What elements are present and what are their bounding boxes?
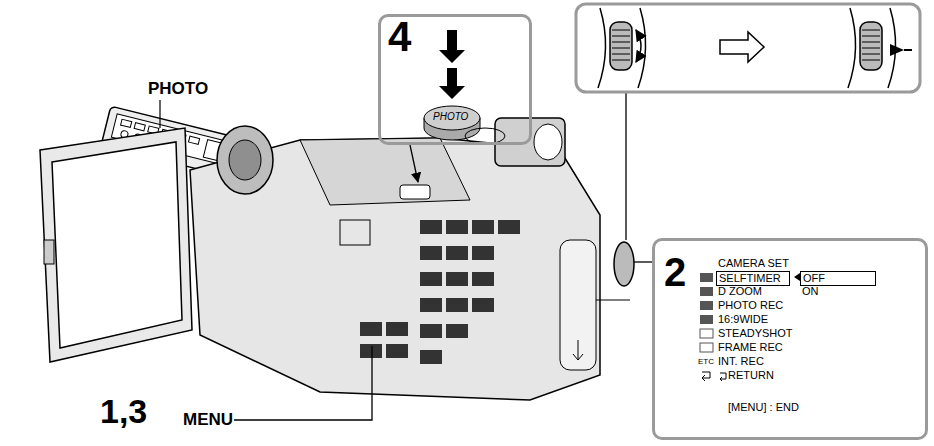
menu-text: PHOTO bbox=[433, 112, 468, 122]
button-grid bbox=[360, 220, 520, 364]
dial-callout-box bbox=[576, 4, 920, 92]
control-button bbox=[420, 246, 442, 260]
part-name: MENU bbox=[183, 411, 233, 428]
control-button bbox=[386, 322, 408, 336]
remote-button bbox=[134, 123, 145, 131]
dial-ridges bbox=[862, 30, 880, 60]
leader-line bbox=[234, 346, 372, 420]
lcd-screen bbox=[52, 142, 182, 348]
photo-button-top bbox=[424, 106, 480, 130]
control-button bbox=[472, 246, 494, 260]
menu-text: OFF bbox=[800, 271, 876, 286]
rotate-arrow bbox=[636, 30, 641, 62]
body-contour bbox=[848, 8, 856, 88]
control-button bbox=[360, 322, 382, 336]
menu-icon bbox=[700, 273, 713, 282]
menu-text: ETC bbox=[698, 358, 714, 366]
control-button bbox=[420, 350, 442, 364]
control-button bbox=[420, 220, 442, 234]
return-symbol bbox=[720, 373, 726, 381]
leader-line bbox=[410, 145, 418, 182]
menu-text: D ZOOM bbox=[718, 286, 762, 297]
cassette-door bbox=[560, 240, 596, 370]
dial-ridges bbox=[612, 30, 630, 60]
menu-text: PHOTO REC bbox=[718, 300, 783, 311]
menu-text: INT. REC bbox=[718, 356, 764, 367]
control-button bbox=[420, 298, 442, 312]
menu-callout-box: 2 CAMERA SET SELFTIMER OFF D ZOOM ON PHOTO REC… bbox=[652, 238, 928, 440]
remote-button bbox=[188, 136, 199, 144]
control-button bbox=[472, 272, 494, 286]
press-arrow bbox=[439, 68, 465, 99]
then-arrow bbox=[720, 32, 764, 62]
menu-icon bbox=[700, 329, 713, 338]
menu-text: ON bbox=[802, 286, 819, 297]
menu-icon bbox=[700, 315, 713, 324]
control-button bbox=[386, 344, 408, 358]
menu-text: 16:9WIDE bbox=[718, 314, 768, 325]
body-edge bbox=[596, 300, 630, 301]
control-button bbox=[498, 220, 520, 234]
control-button bbox=[446, 272, 468, 286]
menu-text: STEADYSHOT bbox=[718, 328, 793, 339]
menu-text: CAMERA SET bbox=[718, 258, 789, 269]
speaker bbox=[340, 220, 370, 245]
menu-text: [MENU] : END bbox=[728, 402, 799, 413]
menu-text: RETURN bbox=[728, 370, 774, 381]
lcd-panel bbox=[40, 128, 192, 362]
control-button bbox=[446, 324, 468, 338]
step-number: 4 bbox=[388, 16, 411, 58]
lens bbox=[229, 140, 261, 180]
remote-button bbox=[121, 119, 132, 127]
control-button bbox=[360, 344, 382, 358]
lcd-latch bbox=[44, 240, 54, 264]
press-arrow bbox=[890, 44, 904, 56]
press-arrow bbox=[904, 49, 912, 51]
top-handle bbox=[300, 138, 470, 205]
leader-line bbox=[159, 100, 160, 128]
control-button bbox=[420, 272, 442, 286]
control-button bbox=[446, 298, 468, 312]
part-name: PHOTO bbox=[148, 80, 208, 97]
photo-button bbox=[400, 185, 430, 199]
menu-text: FRAME REC bbox=[718, 342, 783, 353]
lens-ring bbox=[217, 126, 273, 194]
control-button bbox=[472, 220, 494, 234]
menu-icon bbox=[700, 287, 713, 296]
callout-number: 1,3 bbox=[100, 394, 147, 428]
dial-wheel bbox=[860, 22, 882, 70]
control-button bbox=[420, 324, 442, 338]
step-number: 2 bbox=[664, 252, 686, 292]
photo-callout-box: 4PHOTO bbox=[378, 14, 532, 145]
body-contour bbox=[638, 8, 646, 88]
dial-wheel bbox=[610, 22, 632, 70]
leader-line bbox=[634, 261, 652, 262]
eyepiece bbox=[534, 124, 562, 160]
menu-icon bbox=[702, 372, 710, 381]
menu-icon bbox=[700, 343, 713, 352]
body-contour bbox=[598, 8, 606, 88]
menu-icon bbox=[700, 301, 713, 310]
jog-dial bbox=[614, 242, 634, 286]
menu-text: SELFTIMER bbox=[716, 271, 790, 286]
button-label-outline bbox=[465, 128, 505, 144]
leader-line bbox=[625, 92, 626, 240]
control-button bbox=[446, 220, 468, 234]
press-arrow bbox=[439, 30, 465, 63]
control-button bbox=[446, 246, 468, 260]
camcorder-body bbox=[190, 138, 600, 400]
control-button bbox=[472, 298, 494, 312]
eject-mark bbox=[573, 340, 583, 360]
